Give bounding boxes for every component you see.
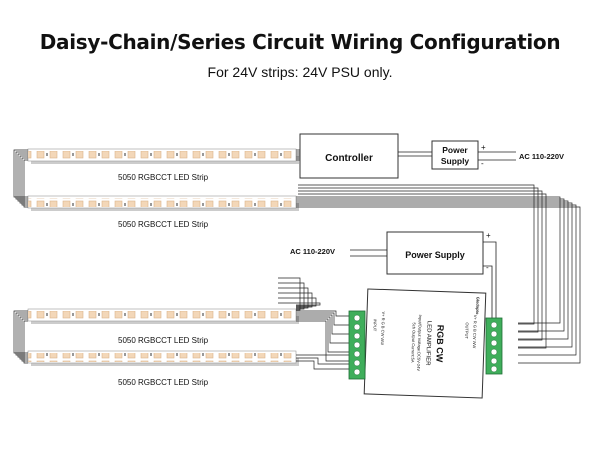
wires-strip3-left	[13, 310, 28, 364]
wires-controller-amplifier	[298, 184, 547, 349]
amplifier-spec-2: 5ch Output Current:5A	[410, 323, 416, 364]
psu1-label-line2: Supply	[441, 156, 470, 166]
led-strip-4	[27, 350, 299, 366]
amplifier-pins-out: V+ R G B CW WW	[472, 315, 478, 349]
psu2-label: Power Supply	[405, 250, 465, 260]
strip-label-2: 5050 RGBCCT LED Strip	[118, 220, 209, 229]
led-strip-1	[27, 148, 299, 164]
strip-label-1: 5050 RGBCCT LED Strip	[118, 173, 209, 182]
psu2-minus: -	[486, 263, 489, 272]
wires-psu2-amplifier	[483, 241, 497, 318]
wires-strip4-amplifier	[296, 354, 352, 370]
amplifier-input-label: INPUT	[372, 319, 377, 332]
strip-label-4: 5050 RGBCCT LED Strip	[118, 378, 209, 387]
wires-psu1-ac	[478, 151, 516, 161]
wires-strip3-up	[278, 277, 321, 311]
ac-label-2: AC 110-220V	[290, 247, 335, 256]
wires-controller-psu1	[398, 151, 432, 157]
psu1-label-line1: Power	[442, 145, 468, 155]
amplifier-output-label: OUTPUT	[464, 322, 470, 339]
amplifier-title-1: RGB CW	[434, 325, 445, 363]
power-supply-1: Power Supply + -	[431, 140, 486, 170]
psu2-plus: +	[486, 231, 491, 240]
psu1-plus: +	[481, 143, 486, 152]
controller-label: Controller	[325, 153, 373, 164]
wires-strip3-amplifier	[296, 310, 352, 362]
controller-box: Controller	[299, 133, 399, 179]
strip-label-3: 5050 RGBCCT LED Strip	[118, 336, 209, 345]
amplifier-brand: Gledopto	[475, 297, 481, 315]
wires-strip2-amplifier	[296, 196, 581, 364]
amplifier-spec-1: Input/Output Voltage:DC5V-24V	[416, 314, 423, 371]
led-strip-3	[27, 308, 299, 324]
led-strip-2	[27, 195, 299, 211]
power-supply-2: Power Supply + -	[386, 231, 491, 275]
diagram-title: Daisy-Chain/Series Circuit Wiring Config…	[39, 30, 561, 54]
wires-strip1-strip2	[13, 149, 28, 208]
amplifier-title-2: LED AMPLIFIER	[424, 321, 432, 367]
psu1-minus: -	[481, 159, 484, 168]
ac-label-1: AC 110-220V	[519, 152, 564, 161]
led-amplifier: RGB CW LED AMPLIFIER Input/Output Voltag…	[348, 288, 503, 399]
amplifier-pins-in: V+ R G B CW WW	[380, 311, 386, 345]
wires-ac-psu2	[350, 249, 387, 257]
diagram-subtitle: For 24V strips: 24V PSU only.	[207, 64, 393, 80]
